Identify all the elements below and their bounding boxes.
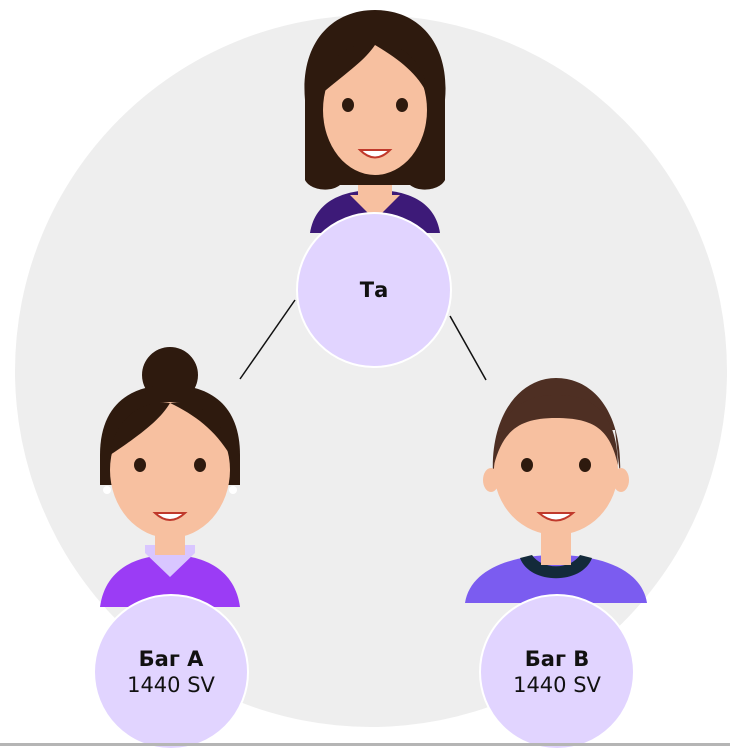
node-top-name: Та [359,278,389,302]
node-right: Баг В 1440 SV [479,594,635,750]
node-right-name: Баг В [524,647,590,671]
node-left: Баг А 1440 SV [93,594,249,750]
node-left-name: Баг А [138,647,204,671]
woman-bun-hair-avatar-icon [100,347,240,607]
man-avatar-icon [465,378,647,603]
connector-line-left [239,299,296,380]
node-left-value: 1440 SV [127,673,215,697]
connector-line-right [449,315,487,381]
woman-long-hair-avatar-icon [304,10,446,233]
node-top: Та [296,212,452,368]
bottom-rule [0,743,730,746]
node-right-value: 1440 SV [513,673,601,697]
